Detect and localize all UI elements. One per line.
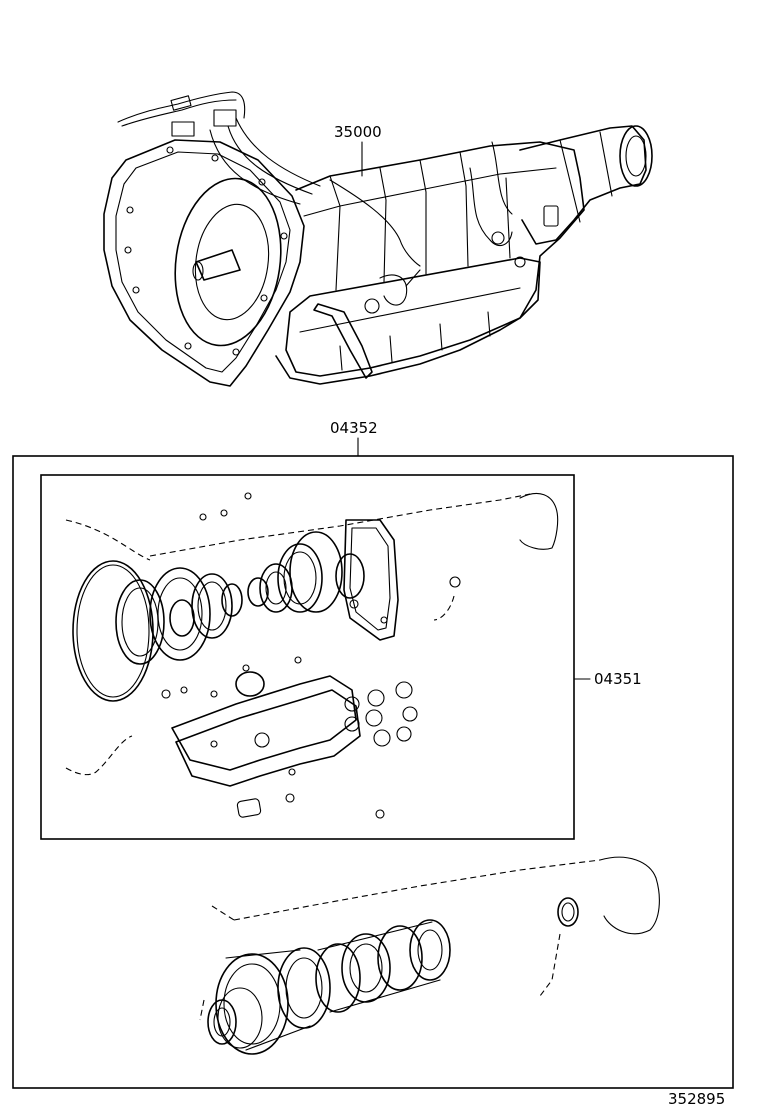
callout-04351-label: 04351: [594, 670, 642, 688]
callout-04352: 04352: [330, 419, 378, 457]
piston-assembly-illustration: [199, 856, 660, 1055]
overhaul-kit-frame: [12, 455, 734, 1089]
callout-04352-label: 04352: [330, 419, 378, 437]
gasket-kit-illustration: [65, 492, 559, 819]
transmission-assembly-illustration: [103, 91, 653, 387]
gasket-kit-frame: [40, 474, 575, 840]
callout-35000-label: 35000: [334, 123, 382, 141]
callout-04351: 04351: [573, 670, 642, 688]
callout-35000: 35000: [334, 123, 382, 177]
illustration-number: 352895: [668, 1090, 725, 1108]
